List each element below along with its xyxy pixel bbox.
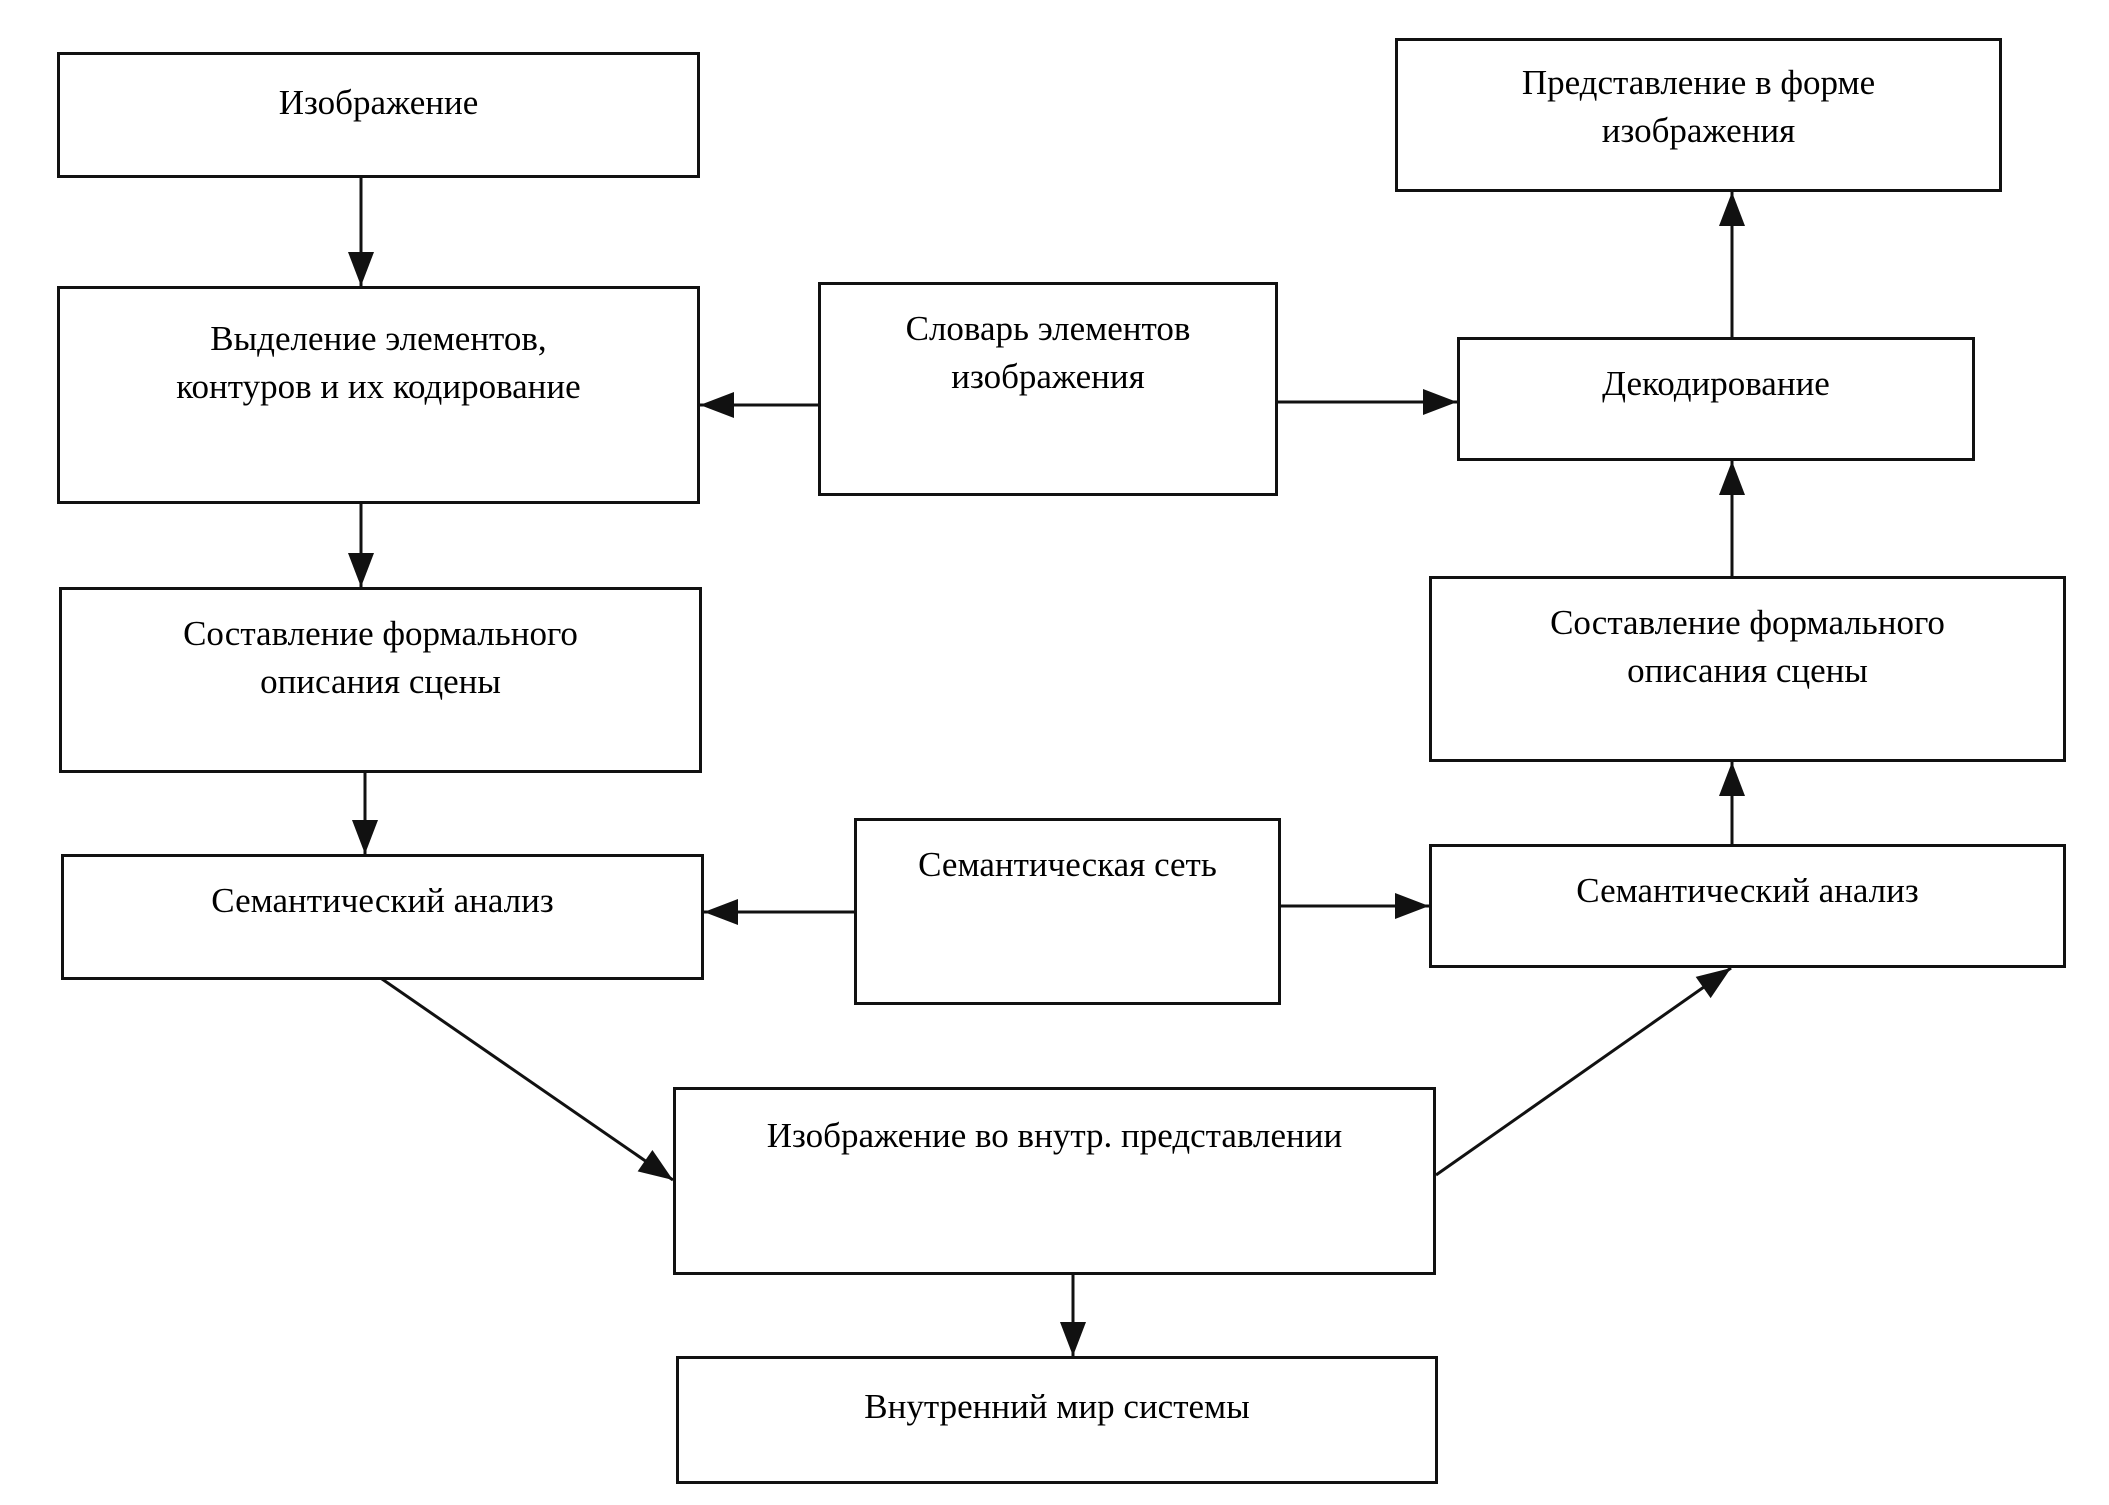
- input-image-box: Изображение: [57, 52, 700, 178]
- formal-description-right-box: Составление формального описания сцены: [1429, 576, 2066, 762]
- arrow-network-to-semantic-left-head: [704, 899, 738, 925]
- internal-world-label: Внутренний мир системы: [864, 1387, 1250, 1426]
- arrow-formal-left-to-semantic-left-head: [352, 820, 378, 854]
- arrow-semantic-right-to-formal-right-head: [1719, 762, 1745, 796]
- internal-world-box: Внутренний мир системы: [676, 1356, 1438, 1484]
- internal-representation-label: Изображение во внутр. представлении: [766, 1116, 1343, 1155]
- arrow-internal-to-world-head: [1060, 1322, 1086, 1356]
- arrow-semantic-left-to-internal-head: [637, 1149, 673, 1180]
- arrow-network-to-semantic-right-head: [1395, 893, 1429, 919]
- element-extraction-box: Выделение элементов, контуров и их кодир…: [57, 286, 700, 504]
- element-dictionary-label: Словарь элементов изображения: [905, 309, 1191, 396]
- internal-representation-box: Изображение во внутр. представлении: [673, 1087, 1436, 1275]
- arrow-extraction-to-formal-left-head: [348, 553, 374, 587]
- arrow-semantic-left-to-internal: [365, 966, 674, 1182]
- semantic-analysis-right-box: Семантический анализ: [1429, 844, 2066, 968]
- decoding-box: Декодирование: [1457, 337, 1975, 461]
- arrow-dictionary-to-decoding-head: [1423, 389, 1457, 415]
- element-dictionary-box: Словарь элементов изображения: [818, 282, 1278, 496]
- arrow-image-to-extraction-head: [348, 252, 374, 286]
- arrow-internal-to-semantic-right-head: [1695, 968, 1731, 999]
- arrow-dictionary-to-extraction-head: [700, 392, 734, 418]
- formal-description-left-label: Составление формального описания сцены: [183, 614, 578, 701]
- formal-description-left-box: Составление формального описания сцены: [59, 587, 702, 773]
- semantic-analysis-right-label: Семантический анализ: [1576, 871, 1919, 910]
- semantic-network-box: Семантическая сеть: [854, 818, 1281, 1005]
- output-image-label: Представление в форме изображения: [1521, 63, 1876, 150]
- arrow-formal-right-to-decoding-head: [1719, 461, 1745, 495]
- input-image-label: Изображение: [278, 83, 479, 122]
- semantic-analysis-left-label: Семантический анализ: [211, 881, 554, 920]
- formal-description-right-label: Составление формального описания сцены: [1550, 603, 1945, 690]
- semantic-network-label: Семантическая сеть: [918, 845, 1217, 884]
- arrow-decoding-to-output-head: [1719, 192, 1745, 226]
- semantic-analysis-left-box: Семантический анализ: [61, 854, 704, 980]
- element-extraction-label: Выделение элементов, контуров и их кодир…: [176, 319, 581, 406]
- decoding-label: Декодирование: [1602, 364, 1830, 403]
- arrow-internal-to-semantic-right: [1435, 966, 1732, 1177]
- output-image-box: Представление в форме изображения: [1395, 38, 2002, 192]
